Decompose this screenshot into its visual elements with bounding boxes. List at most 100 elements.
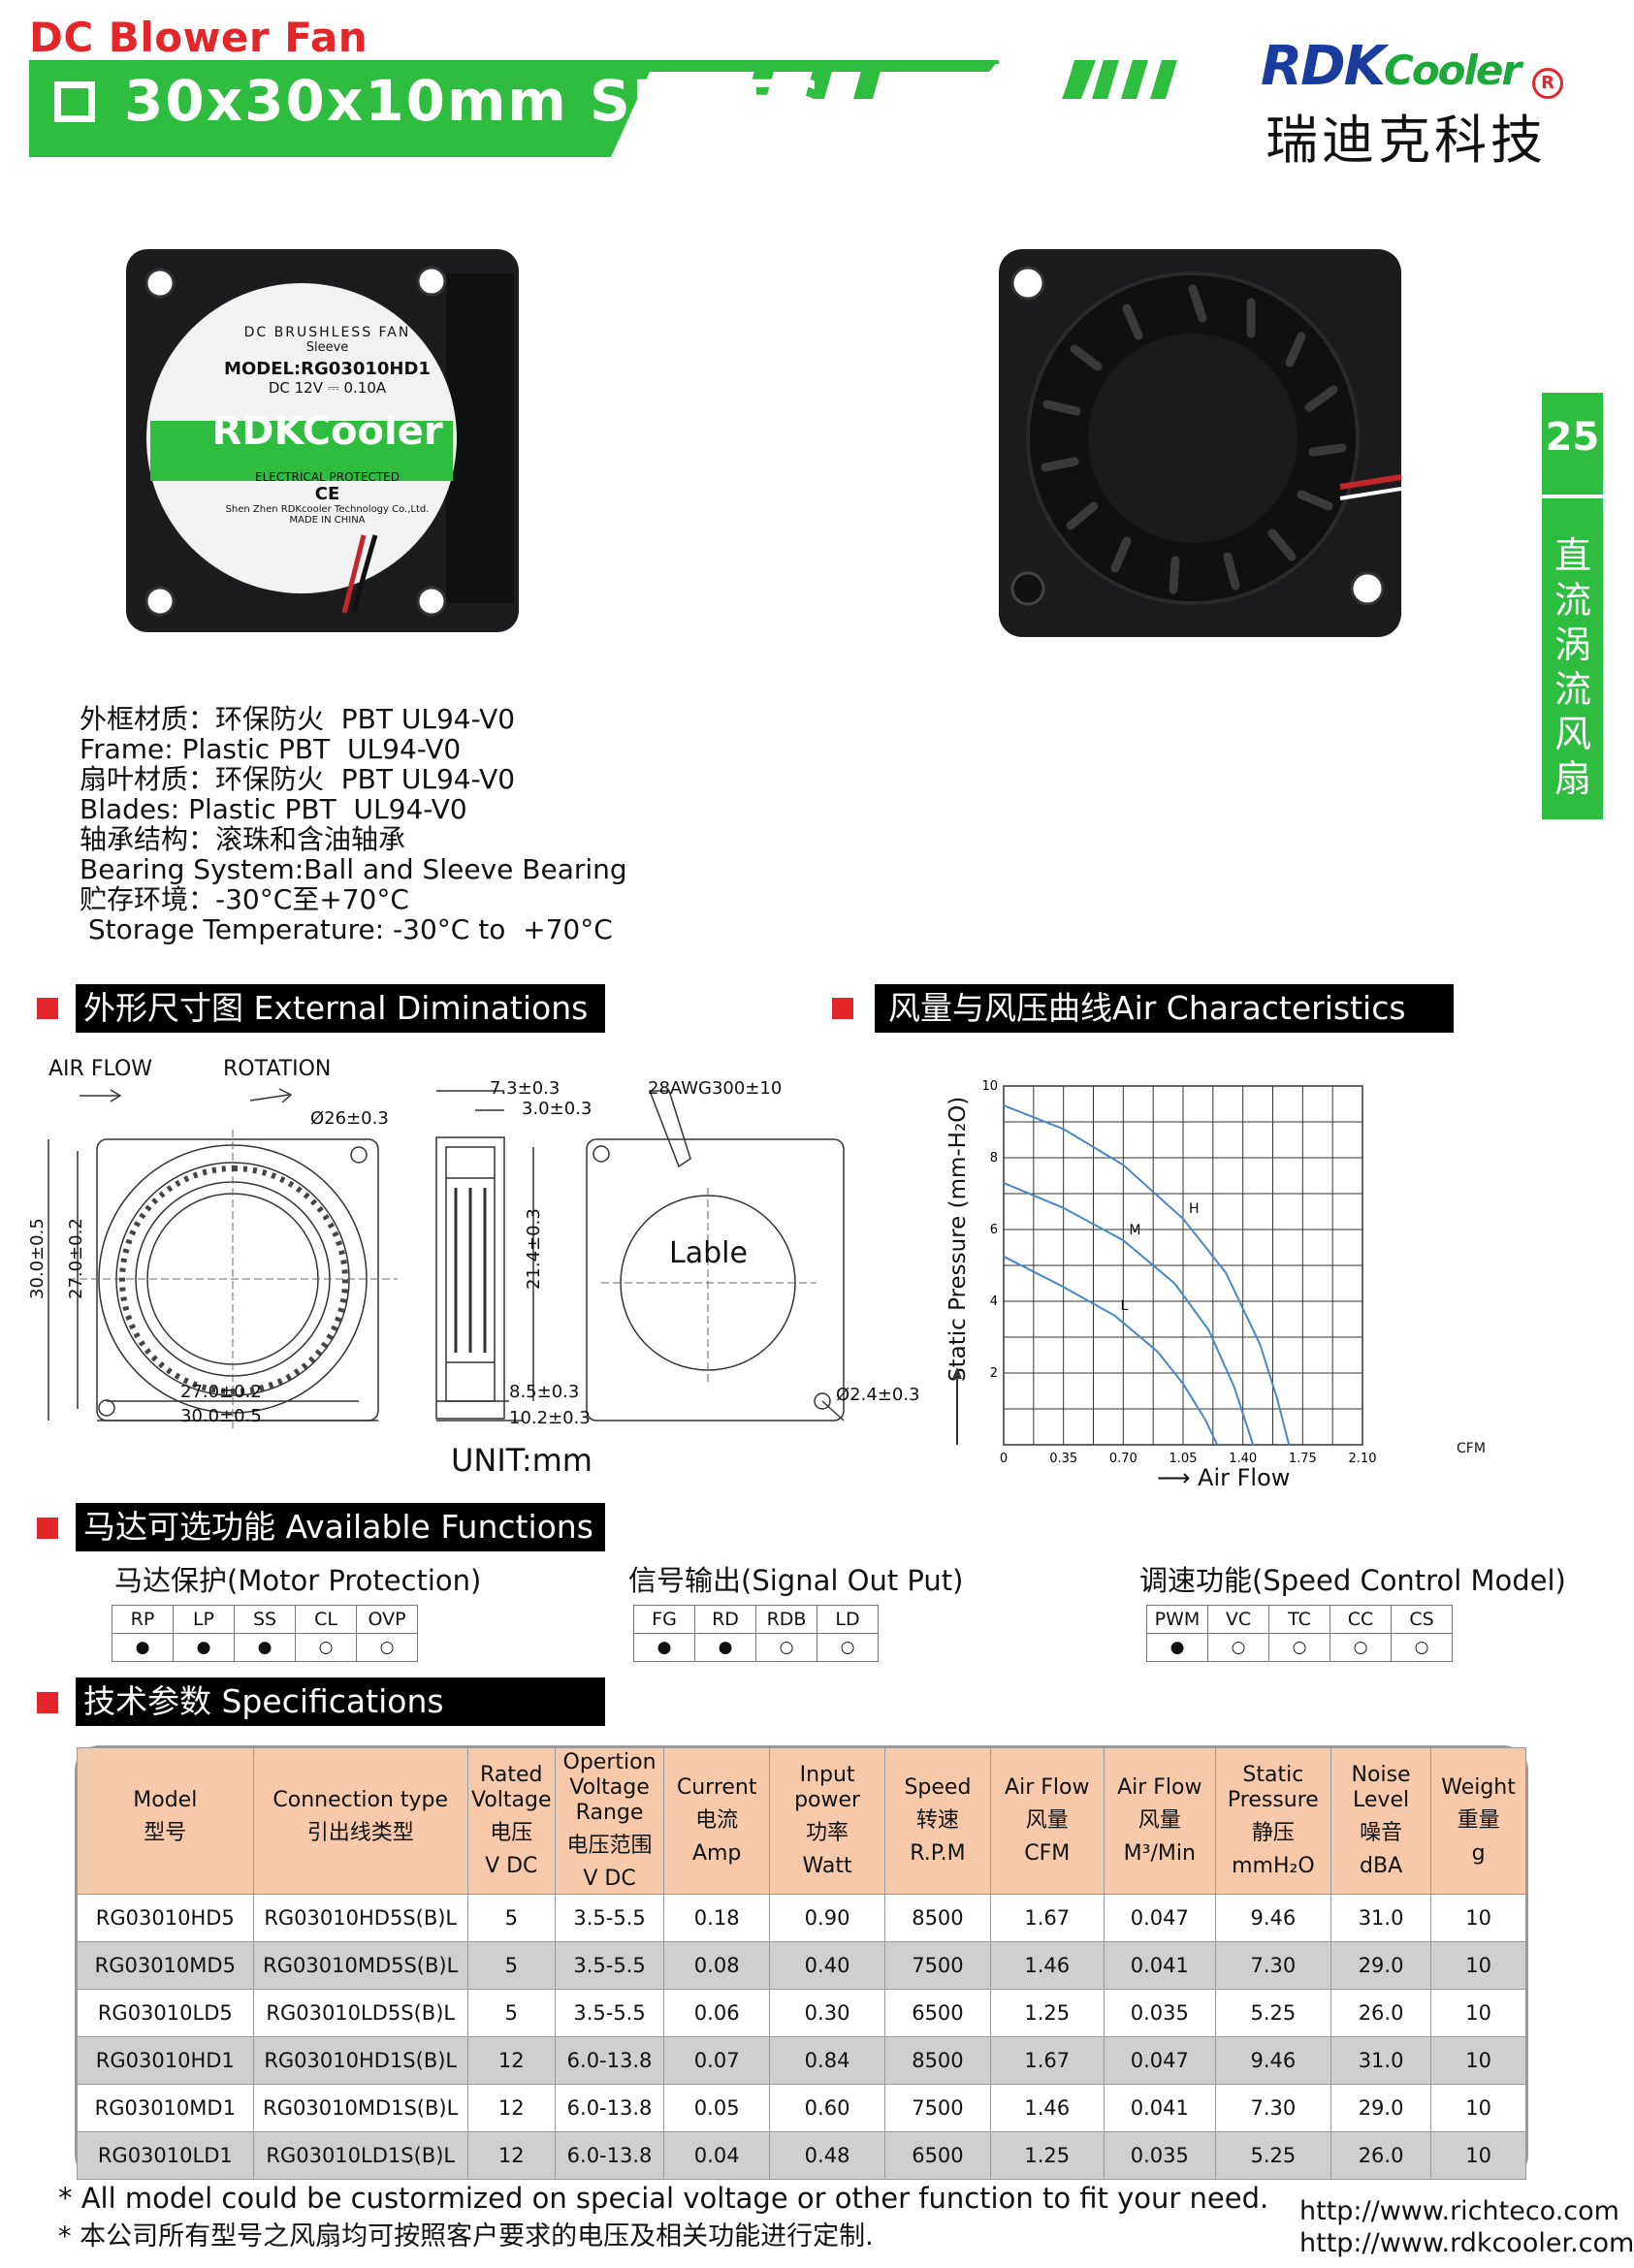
spec-cell: 1.25 — [989, 1989, 1105, 2037]
spec-header-en: Weight — [1441, 1775, 1516, 1800]
spec-cell: 10 — [1430, 1989, 1526, 2037]
spec-cell: 7500 — [884, 2084, 991, 2132]
spec-cell: 12 — [466, 2036, 556, 2085]
spec-cell: 26.0 — [1330, 2131, 1432, 2180]
spec-header-cn: 风量 — [1137, 1808, 1181, 1833]
logo-main: RDK — [1261, 35, 1386, 98]
motor-protection-table: RP LP SS CL OVP ● ● ● ○ ○ — [112, 1605, 418, 1662]
company-name-cn: 瑞迪克科技 — [1266, 110, 1547, 171]
website-link-2[interactable]: http://www.rdkcooler.com — [1299, 2228, 1634, 2258]
material-line: Storage Temperature: -30°C to +70°C — [80, 913, 613, 945]
function-code: TC — [1268, 1605, 1330, 1634]
spec-cell: 5.25 — [1214, 1989, 1332, 2037]
function-code: VC — [1207, 1605, 1269, 1634]
fan-label-line2: Sleeve — [305, 340, 349, 355]
spec-cell: RG03010MD1 — [77, 2084, 254, 2132]
spec-cell: 1.46 — [989, 1941, 1105, 1990]
spec-header-en: Air Flow — [1117, 1775, 1202, 1800]
function-code: CC — [1330, 1605, 1392, 1634]
spec-cell: 9.46 — [1214, 1894, 1332, 1942]
spec-cell: 26.0 — [1330, 1989, 1432, 2037]
spec-cell: 12 — [466, 2084, 556, 2132]
function-mark: ○ — [1268, 1633, 1330, 1662]
website-link-1[interactable]: http://www.richteco.com — [1299, 2196, 1619, 2226]
spec-header-cn: 功率 — [806, 1821, 849, 1845]
function-mark: ○ — [356, 1633, 418, 1662]
page-number: 25 — [1545, 415, 1600, 460]
spec-cell: 3.5-5.5 — [554, 1989, 665, 2037]
function-code: OVP — [356, 1605, 418, 1634]
spec-cell: 1.67 — [989, 2036, 1105, 2085]
dim-hole: Ø2.4±0.3 — [836, 1385, 920, 1405]
material-line: 外框材质：环保防火 PBT UL94-V0 — [80, 703, 516, 735]
dim-h27: 27.0±0.2 — [66, 1218, 86, 1299]
spec-header-en: Input power — [794, 1763, 861, 1812]
spec-cell: 0.06 — [663, 1989, 770, 2037]
spec-header-cn: 风量 — [1025, 1808, 1069, 1833]
spec-cell: 6500 — [884, 1989, 991, 2037]
section-marker-icon — [832, 998, 853, 1019]
registered-icon: R — [1532, 68, 1563, 99]
signal-output-title: 信号输出(Signal Out Put) — [628, 1564, 964, 1597]
spec-header-cn: 静压 — [1251, 1821, 1295, 1845]
material-line: 轴承结构：滚珠和含油轴承 — [80, 823, 406, 855]
spec-cell: 5 — [466, 1941, 556, 1990]
chart-y-tick: 8 — [990, 1151, 998, 1166]
spec-cell: 0.04 — [663, 2131, 770, 2180]
air-flow-arrow-icon: ⟶ — [1157, 1464, 1191, 1491]
spec-header-en: Speed — [904, 1775, 972, 1800]
dim-t30: 3.0±0.3 — [522, 1099, 593, 1119]
spec-cell: 10 — [1430, 2084, 1526, 2132]
material-line: 扇叶材质：环保防火 PBT UL94-V0 — [80, 763, 516, 795]
spec-cell: 6500 — [884, 2131, 991, 2180]
spec-header-en: Air Flow — [1005, 1775, 1090, 1800]
spec-cell: 1.67 — [989, 1894, 1105, 1942]
spec-cell: RG03010HD5 — [77, 1894, 254, 1942]
function-code: PWM — [1146, 1605, 1208, 1634]
side-tab-divider — [1542, 495, 1603, 498]
chart-series-label: H — [1189, 1201, 1200, 1217]
fan-label-protect: ELECTRICAL PROTECTED — [255, 470, 400, 484]
function-mark: ○ — [817, 1633, 879, 1662]
spec-cell: 31.0 — [1330, 2036, 1432, 2085]
spec-cell: 6.0-13.8 — [554, 2131, 665, 2180]
chart-series-label: L — [1121, 1298, 1129, 1314]
spec-cell: RG03010MD5 — [77, 1941, 254, 1990]
spec-header-unit: V DC — [485, 1854, 538, 1878]
dim-wire: 28AWG300±10 — [648, 1078, 783, 1099]
spec-cell: RG03010HD5S(B)L — [252, 1894, 468, 1942]
spec-cell: 0.07 — [663, 2036, 770, 2085]
spec-header-en: Connection type — [272, 1788, 449, 1812]
spec-cell: 6.0-13.8 — [554, 2084, 665, 2132]
spec-header-en: Opertion Voltage Range — [562, 1750, 657, 1825]
chart-x-tick: 2.10 — [1349, 1452, 1377, 1466]
chart-x-tick: 0.70 — [1109, 1452, 1137, 1466]
chart-xlabel: ⟶ Air Flow — [1157, 1464, 1290, 1491]
spec-header-cn: 电压范围 — [566, 1834, 653, 1858]
fan-label-origin: MADE IN CHINA — [289, 515, 366, 526]
spec-cell: 0.041 — [1103, 1941, 1216, 1990]
spec-cell: RG03010HD1S(B)L — [252, 2036, 468, 2085]
y-axis-arrow-icon — [952, 1367, 962, 1445]
spec-cell: 7.30 — [1214, 1941, 1332, 1990]
chart-series-line-h — [1003, 1104, 1291, 1446]
spec-cell: 1.46 — [989, 2084, 1105, 2132]
spec-cell: RG03010MD5S(B)L — [252, 1941, 468, 1990]
spec-cell: 5 — [466, 1989, 556, 2037]
label-area-text: Lable — [669, 1236, 748, 1270]
chart-x-tick: 1.40 — [1229, 1452, 1257, 1466]
custom-note-en: * All model could be custormized on spec… — [58, 2182, 1269, 2215]
spec-cell: 1.25 — [989, 2131, 1105, 2180]
material-line: Frame: Plastic PBT UL94-V0 — [80, 733, 462, 765]
spec-header-cn: 重量 — [1457, 1808, 1500, 1833]
banner-stripes-icon — [1063, 60, 1177, 99]
function-code: RDB — [755, 1605, 817, 1634]
function-code: LD — [817, 1605, 879, 1634]
dim-w27: 27.0±0.2 — [180, 1382, 262, 1402]
chart-series-label: M — [1129, 1223, 1140, 1238]
